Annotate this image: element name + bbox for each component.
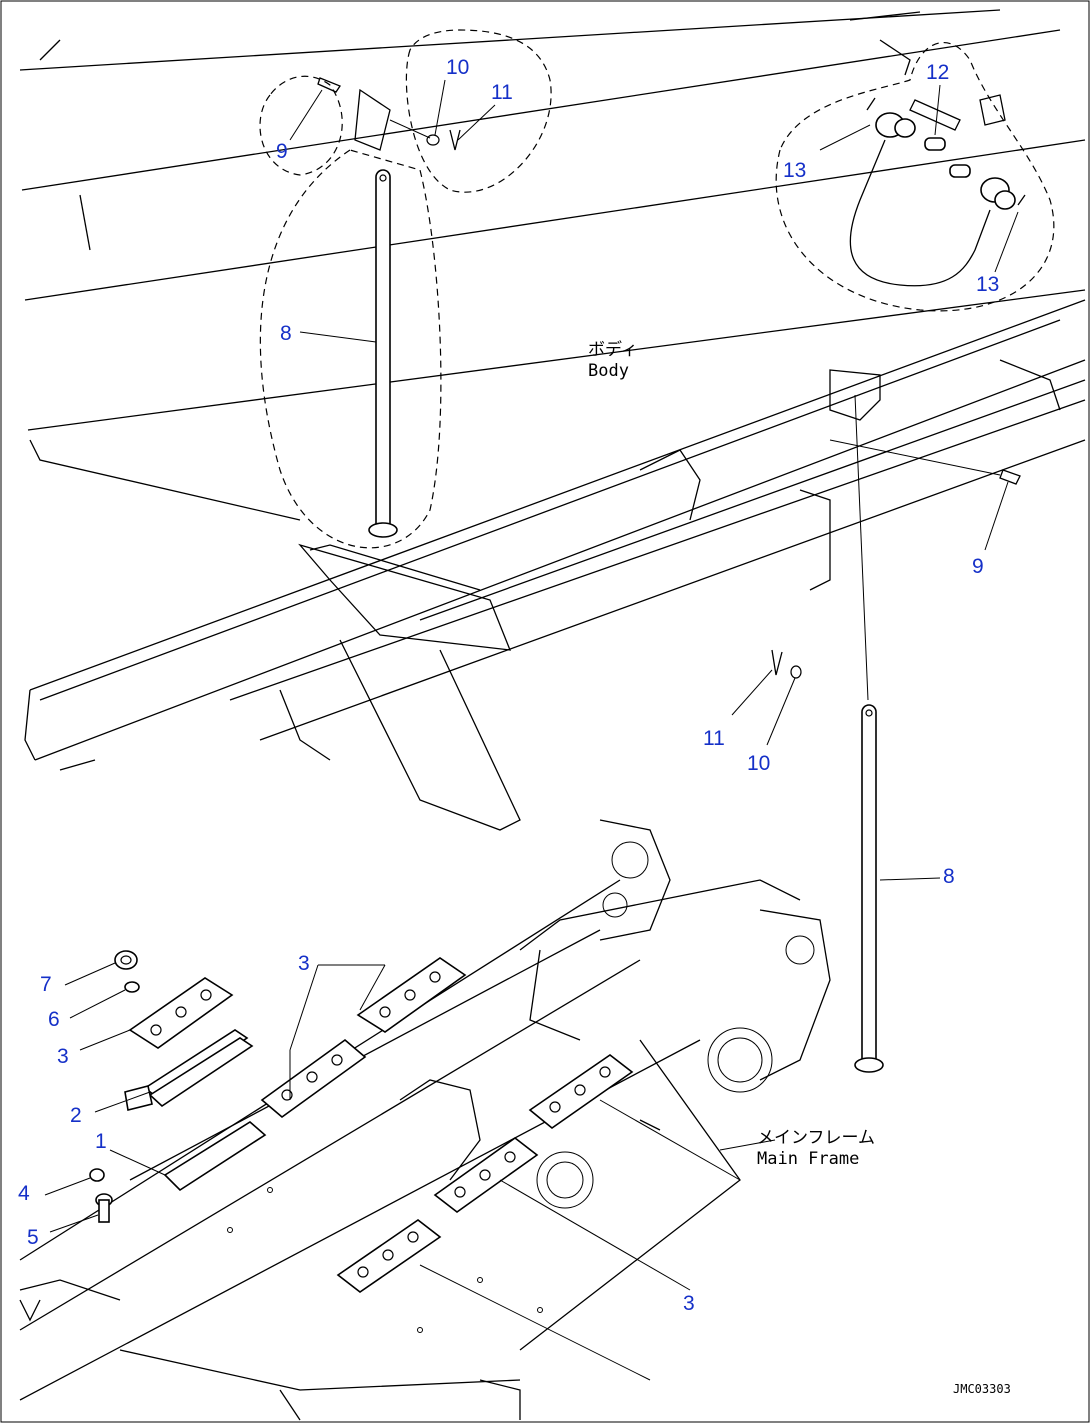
component-labels: ボディ Body メインフレーム Main Frame JMC03303	[588, 339, 1011, 1396]
frame-label-jp: メインフレーム	[757, 1128, 875, 1148]
callout-4: 4	[18, 1182, 30, 1205]
callout-13-right: 13	[976, 273, 999, 296]
callout-leaders	[44, 79, 1019, 1233]
callout-3-left: 3	[57, 1045, 69, 1068]
callout-3-top: 3	[298, 952, 310, 975]
callout-1: 1	[95, 1130, 107, 1153]
callout-10-lower: 10	[747, 752, 770, 775]
body-label-jp: ボディ	[588, 339, 638, 360]
strap-lower	[771, 394, 1021, 1073]
body-label-en: Body	[588, 361, 629, 381]
body-structure	[19, 9, 1086, 831]
callout-7: 7	[40, 973, 52, 996]
callout-11-lower: 11	[703, 727, 725, 750]
callout-9-lower: 9	[972, 555, 984, 578]
callout-6: 6	[48, 1008, 60, 1031]
frame-label-en: Main Frame	[757, 1149, 859, 1169]
main-frame-structure	[19, 819, 831, 1421]
callout-9-upper: 9	[276, 140, 288, 163]
strap-upper	[259, 149, 442, 549]
callout-8-lower: 8	[943, 865, 955, 888]
drawing-code: JMC03303	[953, 1382, 1011, 1396]
callout-13-left: 13	[783, 159, 806, 182]
callout-10-upper: 10	[446, 56, 469, 79]
bolt-nut-hardware	[89, 950, 140, 1223]
pin-cluster-upper	[259, 29, 552, 193]
shim-plates	[124, 957, 741, 1381]
callout-2: 2	[70, 1104, 82, 1127]
callout-3-bottom: 3	[683, 1292, 695, 1315]
callout-12: 12	[926, 61, 949, 84]
chain-cluster	[775, 42, 1055, 312]
callout-8-upper: 8	[280, 322, 292, 345]
callout-5: 5	[27, 1226, 39, 1249]
callout-11-upper: 11	[491, 81, 513, 104]
callout-numbers: 1 2 3 3 3 4 5 6 7 8 8 9 9 10 10 11 11 12…	[18, 56, 999, 1315]
